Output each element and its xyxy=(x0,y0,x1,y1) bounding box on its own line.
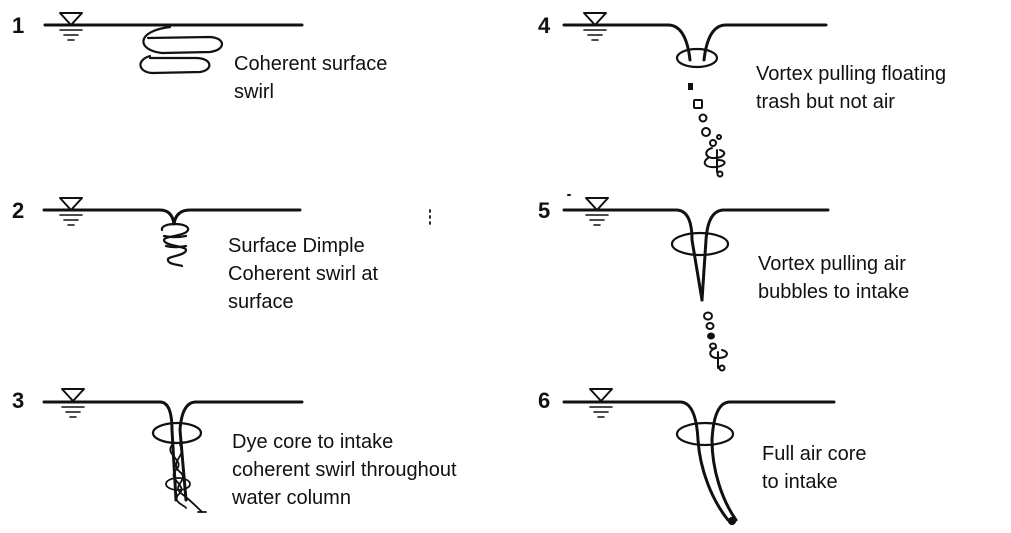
water-level-symbol xyxy=(583,12,607,41)
caption-line: Coherent swirl at xyxy=(228,263,379,285)
water-level-symbol xyxy=(59,197,83,226)
swirl-ring xyxy=(675,47,719,69)
water-surface-dimple xyxy=(42,208,302,226)
caption-line: surface xyxy=(228,291,294,313)
caption-line: water column xyxy=(232,487,351,509)
panel-number-6: 6 xyxy=(538,388,551,413)
caption-line: to intake xyxy=(762,471,838,493)
panel-1-caption: Coherent surface swirl xyxy=(234,50,387,106)
panel-3-caption: Dye core to intake coherent swirl throug… xyxy=(232,428,457,512)
caption-line: bubbles to intake xyxy=(758,281,910,303)
panel-5-drawing xyxy=(562,194,830,372)
dye-core xyxy=(165,444,207,513)
caption-line: coherent swirl throughout xyxy=(232,459,457,481)
panel-2-drawing xyxy=(42,197,431,268)
water-level-symbol xyxy=(585,197,609,226)
swirl-ring xyxy=(670,231,730,257)
caption-line: Vortex pulling floating xyxy=(756,63,947,85)
panel-number-5: 5 xyxy=(538,198,551,223)
panel-number-1: 1 xyxy=(12,13,25,38)
caption-line: Vortex pulling air xyxy=(758,253,906,275)
panel-1-drawing xyxy=(43,12,304,75)
caption-line: Full air core xyxy=(762,443,867,465)
swirl-ring xyxy=(151,421,203,445)
panel-number-3: 3 xyxy=(12,388,25,413)
surface-swirl xyxy=(139,25,224,75)
caption-line: Surface Dimple xyxy=(228,235,365,257)
floating-trash xyxy=(688,83,726,178)
panel-6-drawing xyxy=(562,388,836,526)
caption-line: Dye core to intake xyxy=(232,431,394,453)
dimple-swirl xyxy=(160,222,190,268)
core-tip xyxy=(727,516,737,526)
panel-number-2: 2 xyxy=(12,198,25,223)
swirl-ring xyxy=(675,421,735,447)
panel-6-caption: Full air core to intake xyxy=(762,440,866,496)
caption-line: trash but not air xyxy=(756,91,895,113)
panel-2-caption: Surface Dimple Coherent swirl at surface xyxy=(228,232,378,316)
caption-line: Coherent surface xyxy=(234,53,388,75)
panel-4-drawing xyxy=(562,12,828,178)
water-level-symbol xyxy=(589,388,613,418)
air-bubbles xyxy=(703,311,728,372)
water-level-symbol xyxy=(59,12,83,41)
caption-line: swirl xyxy=(234,81,274,103)
panel-4-caption: Vortex pulling floating trash but not ai… xyxy=(756,60,946,116)
panel-number-4: 4 xyxy=(538,13,551,38)
panel-3-drawing xyxy=(42,388,304,513)
panel-5-caption: Vortex pulling air bubbles to intake xyxy=(758,250,909,306)
water-level-symbol xyxy=(61,388,85,418)
